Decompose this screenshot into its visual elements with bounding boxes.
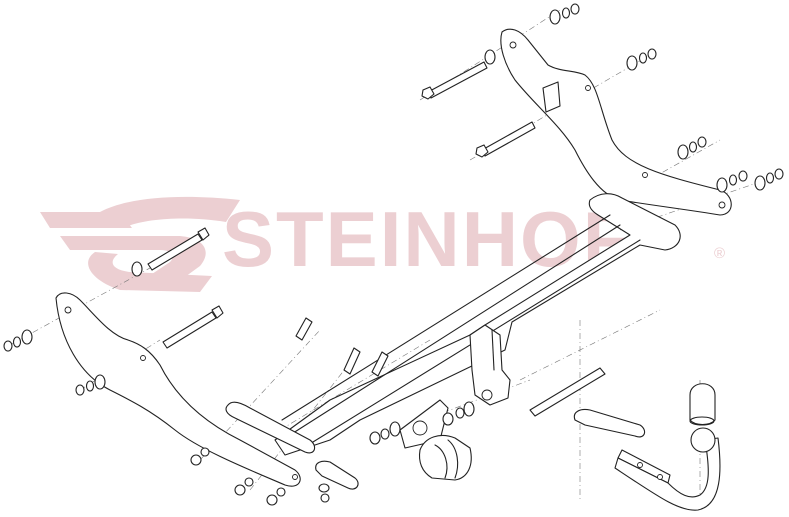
long-bolt [421,49,496,100]
steinhof-wordmark: STEINHOF [222,195,633,283]
flat-support-strap [315,367,646,490]
long-bolt [162,305,224,349]
registered-trademark-icon: ® [714,245,726,262]
left-side-bracket [55,292,301,487]
right-side-bracket [500,28,732,216]
ball-cap [689,383,716,426]
washer-nut-stack [3,329,106,396]
long-bolt [475,121,536,158]
washer-nut-stack [549,3,784,193]
tow-ball-neck [614,427,721,511]
electrical-socket [418,434,472,481]
nut-stack [190,447,330,506]
washer-nut-stack [369,401,475,445]
long-bolt [131,227,210,277]
crossbar [274,193,681,456]
center-bracket [469,324,511,406]
flat-mounting-plate [225,401,316,454]
short-bolt [295,317,389,377]
